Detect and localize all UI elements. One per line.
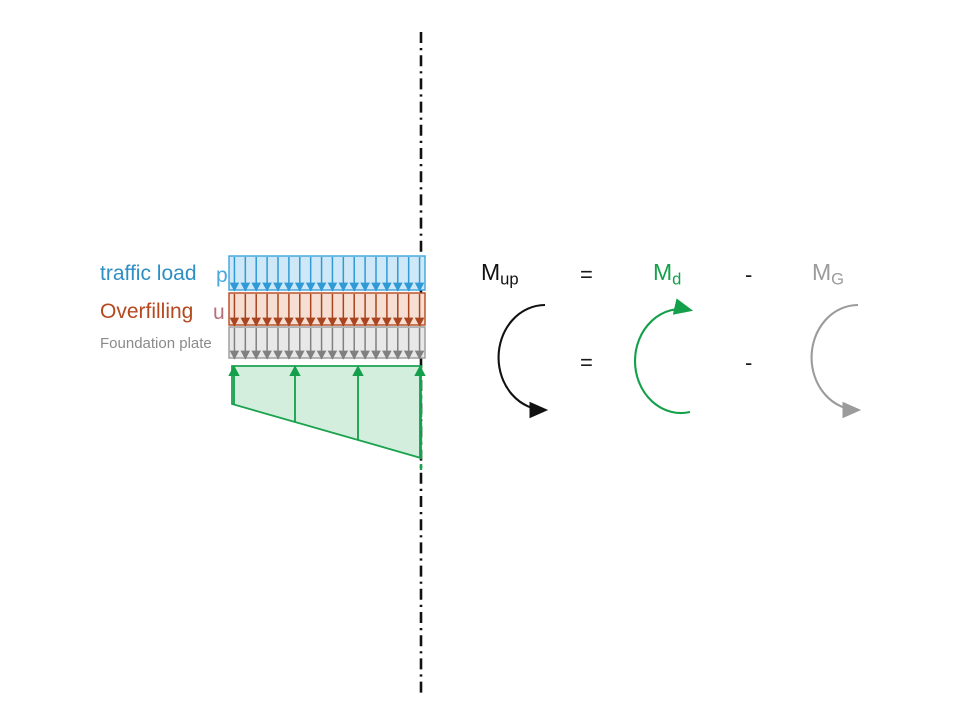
overfilling-arrows bbox=[229, 294, 425, 327]
symbol-m-up-subscript: up bbox=[500, 269, 519, 289]
equals-sign-bottom: = bbox=[580, 350, 593, 375]
symbol-m-d-subscript: d bbox=[672, 269, 682, 289]
moment-arc-mg bbox=[810, 303, 862, 419]
symbol-m-g-subscript: G bbox=[831, 269, 845, 289]
label-overfilling-symbol: u bbox=[213, 301, 225, 324]
minus-sign-top: - bbox=[745, 262, 753, 287]
overfilling-band bbox=[228, 292, 426, 326]
moment-arc-mup bbox=[497, 303, 549, 419]
symbol-m-up-base: M bbox=[481, 259, 501, 285]
symbol-m-d-base: M bbox=[653, 259, 673, 285]
symbol-m-g: MG bbox=[812, 259, 844, 290]
traffic-load-arrows bbox=[229, 257, 425, 292]
foundation-plate-arrows bbox=[229, 328, 425, 360]
label-traffic-load: traffic load bbox=[100, 262, 197, 285]
symbol-m-g-base: M bbox=[812, 259, 832, 285]
label-overfilling: Overfilling bbox=[100, 300, 194, 323]
minus-sign-bottom: - bbox=[745, 350, 753, 375]
moment-arc-md bbox=[634, 298, 694, 415]
equals-sign-top: = bbox=[580, 262, 593, 287]
symbol-m-up: Mup bbox=[481, 259, 519, 290]
soil-reaction-trapezoid bbox=[231, 365, 422, 460]
label-traffic-load-symbol: p bbox=[216, 264, 228, 287]
label-foundation-plate: Foundation plate bbox=[100, 335, 212, 352]
foundation-plate-band bbox=[228, 326, 426, 359]
traffic-load-band bbox=[228, 255, 426, 291]
symbol-m-d: Md bbox=[653, 259, 681, 290]
soil-reaction-arrows bbox=[228, 365, 426, 458]
